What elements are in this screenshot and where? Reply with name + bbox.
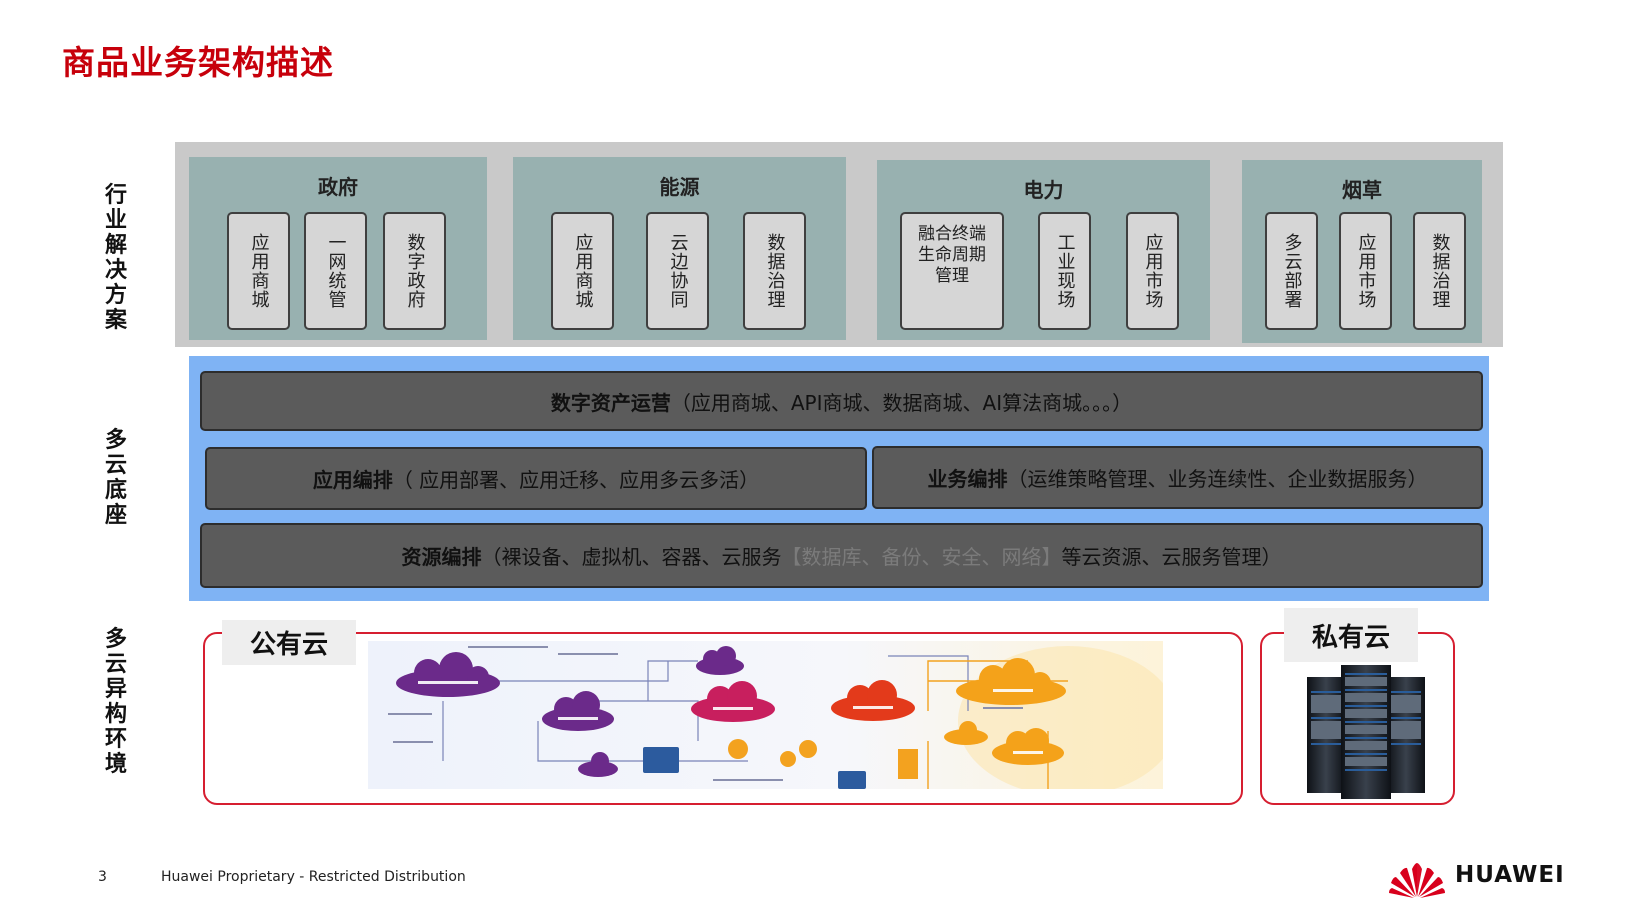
industry-solutions-label: 行业解决方案 bbox=[104, 183, 127, 333]
solution-box: 多云部署 bbox=[1265, 212, 1318, 330]
page-title: 商品业务架构描述 bbox=[62, 43, 334, 82]
huawei-wordmark: HUAWEI bbox=[1455, 862, 1565, 888]
solution-box: 数字政府 bbox=[383, 212, 446, 330]
digital-asset-ops-bar: 数字资产运营（应用商城、API商城、数据商城、AI算法商城。。。） bbox=[200, 371, 1483, 431]
solution-box: 工业现场 bbox=[1038, 212, 1091, 330]
private-cloud-label: 私有云 bbox=[1284, 608, 1418, 662]
multicloud-env-label: 多云异构环境 bbox=[104, 627, 127, 777]
solution-box: 融合终端生命周期管理 bbox=[900, 212, 1004, 330]
solution-box: 一网统管 bbox=[304, 212, 367, 330]
industry-group-energy: 能源 应用商城 云边协同 数据治理 bbox=[513, 157, 846, 340]
solution-box: 应用商城 bbox=[227, 212, 290, 330]
huawei-logo-icon bbox=[1389, 863, 1445, 898]
industry-group-tobacco: 烟草 多云部署 应用市场 数据治理 bbox=[1242, 160, 1482, 343]
app-orchestration-bar: 应用编排（ 应用部署、应用迁移、应用多云多活） bbox=[205, 447, 867, 510]
page-number: 3 bbox=[98, 869, 107, 885]
footer-confidentiality: Huawei Proprietary - Restricted Distribu… bbox=[161, 869, 466, 885]
public-cloud-label: 公有云 bbox=[222, 620, 356, 665]
group-title: 电力 bbox=[1023, 178, 1064, 202]
multicloud-base-label: 多云底座 bbox=[104, 428, 127, 528]
group-title: 政府 bbox=[318, 175, 358, 199]
resource-orchestration-bar: 资源编排（裸设备、虚拟机、容器、云服务【数据库、备份、安全、网络】等云资源、云服… bbox=[200, 523, 1483, 588]
solution-box: 云边协同 bbox=[646, 212, 709, 330]
business-orchestration-bar: 业务编排（运维策略管理、业务连续性、企业数据服务） bbox=[872, 446, 1483, 509]
solution-box: 数据治理 bbox=[1413, 212, 1466, 330]
industry-group-government: 政府 应用商城 一网统管 数字政府 bbox=[189, 157, 487, 340]
server-rack-icon bbox=[1307, 665, 1425, 799]
solution-box: 应用市场 bbox=[1126, 212, 1179, 330]
industry-group-power: 电力 融合终端生命周期管理 工业现场 应用市场 bbox=[877, 160, 1210, 340]
solution-box: 应用商城 bbox=[551, 212, 614, 330]
solution-box: 应用市场 bbox=[1339, 212, 1392, 330]
multicloud-base-band: 数字资产运营（应用商城、API商城、数据商城、AI算法商城。。。） 应用编排（ … bbox=[189, 356, 1489, 601]
group-title: 烟草 bbox=[1342, 178, 1382, 202]
solution-box: 数据治理 bbox=[743, 212, 806, 330]
public-cloud-illustration bbox=[368, 641, 1163, 789]
group-title: 能源 bbox=[659, 175, 700, 199]
